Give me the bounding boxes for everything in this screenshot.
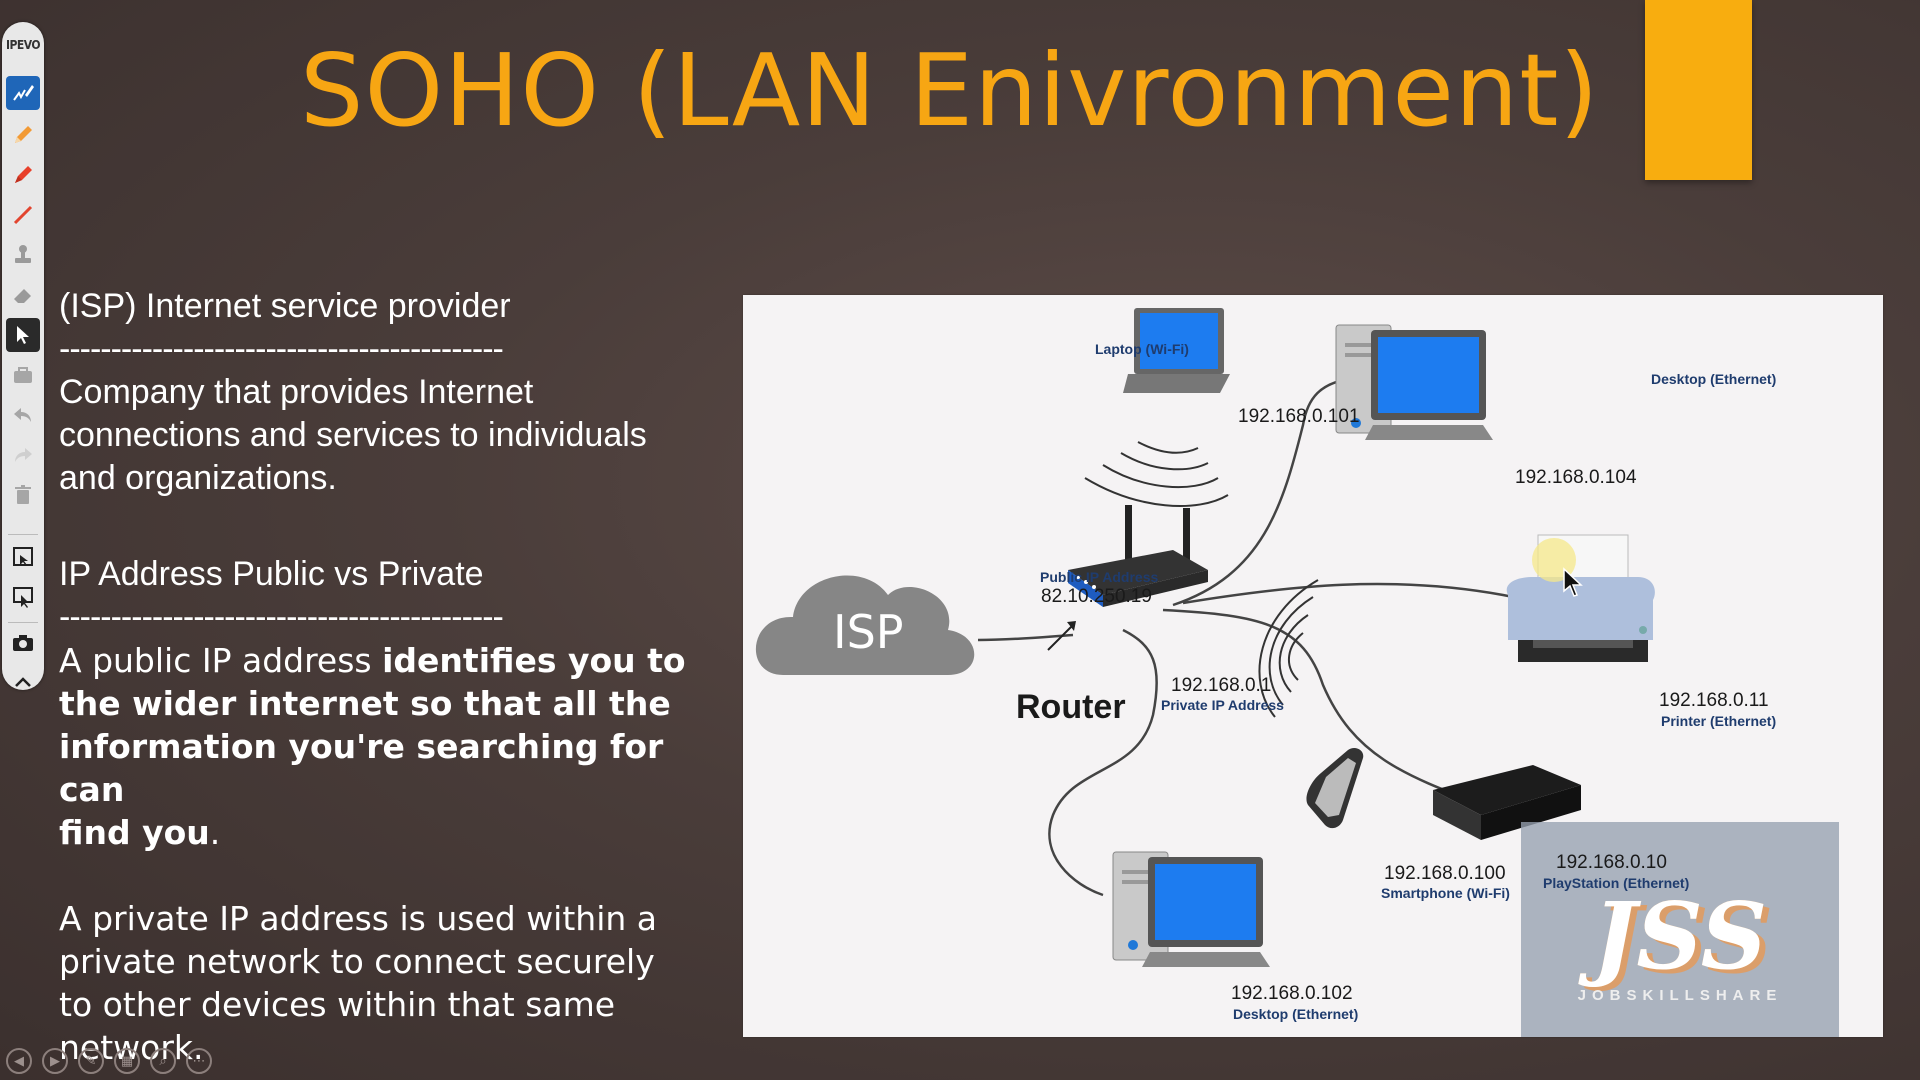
capture-icon[interactable]: [6, 580, 40, 614]
diagram-graphics: [755, 308, 1655, 967]
printer-label: Printer (Ethernet): [1661, 713, 1777, 729]
toolbar-brand: IPEVO: [5, 38, 41, 52]
isp-heading: (ISP) Internet service provider: [59, 287, 511, 325]
public-ip-line: find you.: [59, 811, 719, 854]
desktop2-label: Desktop (Ethernet): [1233, 1006, 1359, 1022]
jobskillshare-watermark: JSS JOBSKILLSHARE: [1521, 822, 1839, 1037]
desktop1-ip: 192.168.0.104: [1515, 467, 1637, 488]
divider: ----------------------------------------…: [59, 598, 504, 636]
playstation-ip: 192.168.0.10: [1556, 852, 1667, 873]
printer-ip: 192.168.0.11: [1659, 690, 1769, 711]
router-icon: [1068, 505, 1208, 607]
laptop-ip: 192.168.0.101: [1238, 406, 1360, 427]
slideshow-nav: ◀ ▶ ✎ ▦ ⌕ ⋯: [6, 1048, 212, 1074]
playstation-icon: [1433, 765, 1581, 840]
isp-description-line: connections and services to individuals: [59, 416, 647, 454]
private-ip-line: private network to connect securely: [59, 942, 655, 981]
public-ip-bold: identifies you to: [382, 641, 686, 680]
desktop-icon: [1335, 324, 1493, 440]
eraser-icon[interactable]: [6, 278, 40, 312]
laptop-icon: [1123, 308, 1230, 393]
desktop2-ip: 192.168.0.102: [1231, 983, 1353, 1004]
next-icon[interactable]: ▶: [42, 1048, 68, 1074]
stamp-icon[interactable]: [6, 238, 40, 272]
public-ip-value: 82.10.250.19: [1041, 586, 1152, 607]
public-ip-bold: find you: [59, 813, 210, 852]
more-icon[interactable]: ⋯: [186, 1048, 212, 1074]
pointer-icon[interactable]: [6, 318, 40, 352]
laptop-label: Laptop (Wi-Fi): [1095, 341, 1189, 357]
private-ip-line: to other devices within that same: [59, 985, 616, 1024]
desktop-icon: [1112, 851, 1270, 967]
smartphone-ip: 192.168.0.100: [1384, 863, 1506, 884]
watermark-text: JOBSKILLSHARE: [1577, 987, 1783, 1004]
annotation-toolbar: IPEVO: [2, 22, 44, 690]
collapse-icon[interactable]: [6, 666, 40, 700]
private-ip-line: A private IP address is used within a: [59, 899, 657, 938]
camera-icon[interactable]: [6, 626, 40, 660]
zoom-icon[interactable]: ⌕: [150, 1048, 176, 1074]
slides-icon[interactable]: ▦: [114, 1048, 140, 1074]
toolbar-divider: [8, 622, 38, 623]
isp-cloud-icon: [755, 575, 975, 675]
slide-text: (ISP) Internet service provider --------…: [59, 285, 719, 1069]
isp-description-line: Company that provides Internet: [59, 373, 534, 411]
spacer: [59, 854, 719, 897]
public-ip-plain: A public IP address: [59, 641, 383, 680]
toolbox-icon[interactable]: [6, 358, 40, 392]
public-ip-line: the wider internet so that all the: [59, 684, 671, 723]
watermark-logo: JSS: [1592, 882, 1768, 990]
ip-heading: IP Address Public vs Private: [59, 555, 484, 593]
trash-icon[interactable]: [6, 478, 40, 512]
redo-icon[interactable]: [6, 438, 40, 472]
toolbar-divider: [8, 534, 38, 535]
whiteboard-icon[interactable]: [6, 540, 40, 574]
public-ip-line: A public IP address identifies you to: [59, 639, 719, 682]
prev-icon[interactable]: ◀: [6, 1048, 32, 1074]
desktop1-label: Desktop (Ethernet): [1651, 371, 1777, 387]
spacer: [59, 500, 719, 553]
router-ip-label: Private IP Address: [1161, 697, 1284, 713]
marker-icon[interactable]: [6, 158, 40, 192]
public-ip-end: .: [209, 813, 221, 852]
divider: ----------------------------------------…: [59, 330, 504, 368]
accent-block: [1645, 0, 1752, 180]
pencil-icon[interactable]: [6, 118, 40, 152]
slide-title: SOHO (LAN Enivronment): [300, 32, 1600, 149]
playstation-label: PlayStation (Ethernet): [1543, 875, 1690, 891]
public-ip-line: information you're searching for can: [59, 727, 664, 809]
undo-icon[interactable]: [6, 398, 40, 432]
smartphone-icon: [1306, 747, 1364, 829]
isp-label: ISP: [833, 605, 904, 659]
annotate-pen-icon[interactable]: [6, 76, 40, 110]
router-ip-value: 192.168.0.1: [1171, 675, 1272, 696]
isp-description-line: and organizations.: [59, 459, 337, 497]
public-ip-label: Public IP Address: [1040, 569, 1159, 585]
line-icon[interactable]: [6, 198, 40, 232]
smartphone-label: Smartphone (Wi-Fi): [1381, 885, 1510, 901]
network-diagram: ISP Public IP Address 82.10.250.19 192.1…: [743, 295, 1883, 1037]
pen-icon[interactable]: ✎: [78, 1048, 104, 1074]
router-label: Router: [1016, 688, 1126, 726]
